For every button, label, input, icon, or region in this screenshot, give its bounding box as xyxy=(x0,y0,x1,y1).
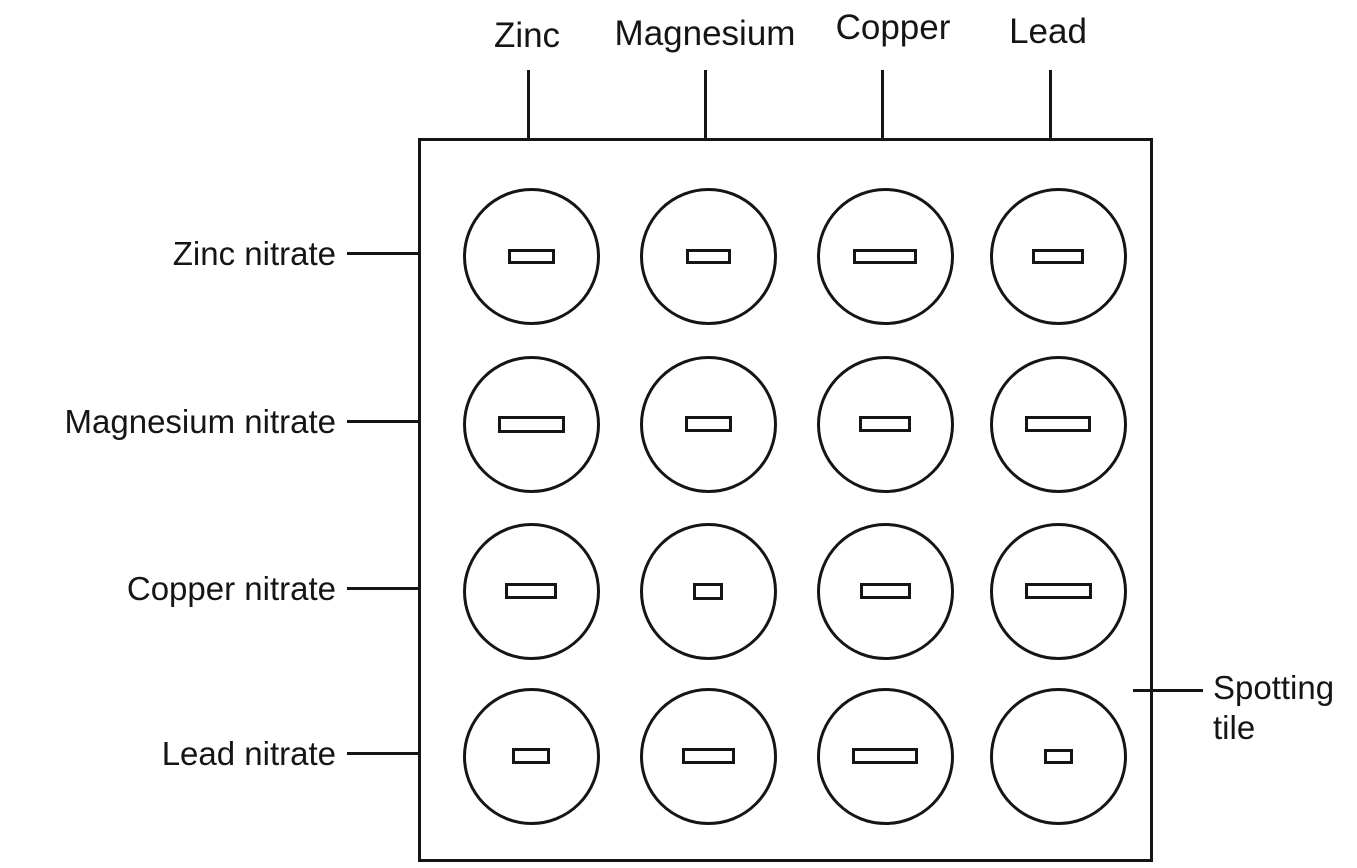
row-label-zinc-nitrate: Zinc nitrate xyxy=(172,235,336,272)
metal-strip-2-1 xyxy=(497,415,565,433)
well-2-4 xyxy=(989,355,1127,493)
well-4-2 xyxy=(639,687,777,825)
well-3-4 xyxy=(989,522,1127,660)
spotting-tile-label-line2: tile xyxy=(1213,709,1256,746)
well-1-4 xyxy=(989,187,1127,325)
metal-strip-1-4 xyxy=(1032,248,1084,264)
column-label-magnesium: Magnesium xyxy=(614,14,796,53)
metal-strip-4-3 xyxy=(852,748,918,764)
well-3-3 xyxy=(816,522,954,660)
column-tick-copper xyxy=(881,70,884,138)
row-label-copper-nitrate: Copper nitrate xyxy=(126,570,336,607)
column-label-zinc: Zinc xyxy=(493,16,561,55)
metal-strip-2-3 xyxy=(859,416,911,432)
row-leader-magnesium-nitrate xyxy=(347,420,418,423)
row-leader-copper-nitrate xyxy=(347,587,418,590)
metal-strip-4-2 xyxy=(681,748,735,764)
metal-strip-2-4 xyxy=(1025,416,1091,432)
spotting-tile xyxy=(418,138,1153,862)
metal-strip-1-3 xyxy=(853,248,917,264)
well-2-3 xyxy=(816,355,954,493)
row-label-magnesium-nitrate: Magnesium nitrate xyxy=(64,403,336,440)
metal-strip-2-2 xyxy=(684,416,732,432)
spotting-tile-label-line1: Spotting xyxy=(1213,669,1335,706)
well-2-2 xyxy=(639,355,777,493)
spotting-tile-leader-line xyxy=(1133,689,1203,692)
spotting-tile-label: Spotting tile xyxy=(1213,668,1334,748)
well-1-3 xyxy=(816,187,954,325)
well-4-1 xyxy=(462,687,600,825)
well-3-1 xyxy=(462,522,600,660)
column-label-lead: Lead xyxy=(1009,12,1087,51)
column-tick-zinc xyxy=(527,70,530,138)
row-leader-lead-nitrate xyxy=(347,752,418,755)
metal-strip-3-2 xyxy=(693,582,723,600)
metal-strip-1-1 xyxy=(507,248,555,264)
column-tick-magnesium xyxy=(704,70,707,138)
well-2-1 xyxy=(462,355,600,493)
metal-strip-4-1 xyxy=(512,748,550,764)
metal-strip-3-3 xyxy=(859,583,911,599)
well-4-4 xyxy=(989,687,1127,825)
well-3-2 xyxy=(639,522,777,660)
metal-strip-4-4 xyxy=(1043,748,1073,764)
metal-strip-3-4 xyxy=(1024,583,1092,599)
well-4-3 xyxy=(816,687,954,825)
row-leader-zinc-nitrate xyxy=(347,252,418,255)
well-1-2 xyxy=(639,187,777,325)
column-tick-lead xyxy=(1049,70,1052,138)
row-label-lead-nitrate: Lead nitrate xyxy=(161,735,336,772)
well-1-1 xyxy=(462,187,600,325)
column-label-copper: Copper xyxy=(835,8,951,47)
metal-strip-3-1 xyxy=(505,583,557,599)
metal-strip-1-2 xyxy=(685,248,731,264)
